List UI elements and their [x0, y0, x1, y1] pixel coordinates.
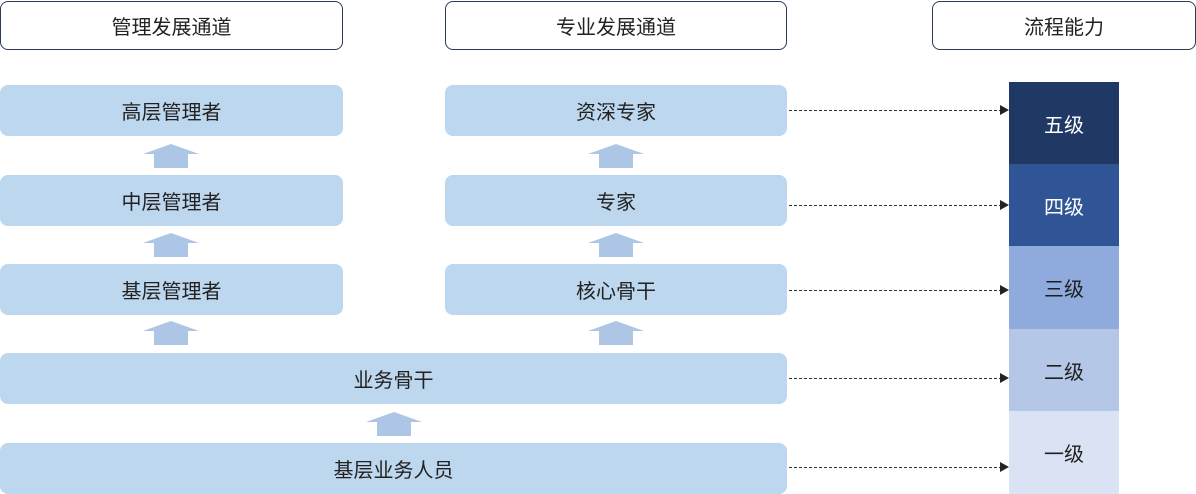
up-arrow-icon [143, 144, 199, 168]
senior-expert-box: 资深专家 [445, 85, 787, 136]
up-arrow-icon [366, 412, 422, 436]
up-arrow-icon [143, 233, 199, 257]
process-capability-header: 流程能力 [932, 1, 1196, 50]
up-arrow-icon [588, 233, 644, 257]
dashed-arrow-connector [789, 285, 1009, 295]
professional-track-header: 专业发展通道 [445, 1, 787, 50]
up-arrow-icon [143, 321, 199, 345]
level-4-block: 四级 [1009, 164, 1119, 246]
expert-box: 专家 [445, 175, 787, 226]
up-arrow-icon [588, 321, 644, 345]
entry-staff-box: 基层业务人员 [0, 443, 787, 494]
dashed-arrow-connector [789, 373, 1009, 383]
dashed-arrow-connector [789, 462, 1009, 472]
junior-manager-box: 基层管理者 [0, 264, 343, 315]
dashed-arrow-connector [789, 200, 1009, 210]
middle-manager-box: 中层管理者 [0, 175, 343, 226]
level-5-block: 五级 [1009, 82, 1119, 164]
senior-manager-box: 高层管理者 [0, 85, 343, 136]
level-1-block: 一级 [1009, 411, 1119, 494]
dashed-arrow-connector [789, 105, 1009, 115]
level-3-block: 三级 [1009, 246, 1119, 329]
core-backbone-box: 核心骨干 [445, 264, 787, 315]
level-2-block: 二级 [1009, 329, 1119, 411]
up-arrow-icon [588, 144, 644, 168]
management-track-header: 管理发展通道 [0, 1, 343, 50]
business-backbone-box: 业务骨干 [0, 353, 787, 404]
